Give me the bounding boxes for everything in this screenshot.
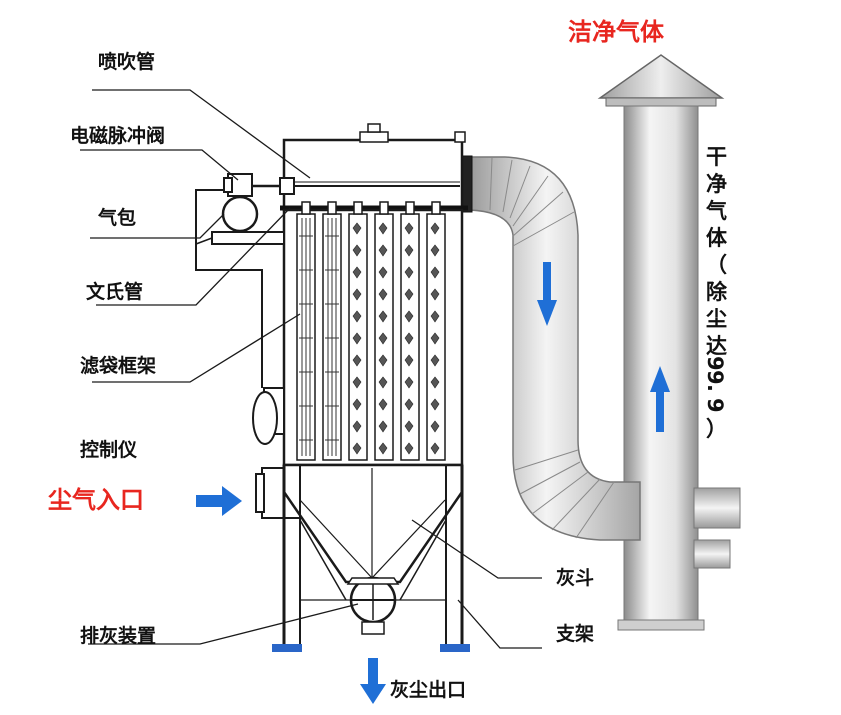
vertical-text-char: 9 (703, 398, 727, 413)
label-bag-frame: 滤袋框架 (80, 354, 156, 377)
clean-gas-title: 洁净气体 (568, 18, 665, 46)
support-feet (272, 644, 470, 652)
label-ash-hopper: 灰斗 (556, 566, 594, 589)
label-venturi: 文氏管 (86, 280, 143, 303)
vertical-text-char: . (703, 384, 727, 392)
vertical-text-char: 干 (706, 145, 727, 169)
vertical-text-char: 9 (703, 370, 727, 385)
label-discharge: 排灰装置 (80, 624, 156, 647)
outlet-down-arrow (360, 658, 386, 704)
label-dust-outlet: 灰尘出口 (390, 678, 466, 701)
vertical-text-char: 体 (706, 226, 728, 250)
duct-down-arrow (537, 262, 557, 326)
vertical-text-char: 净 (706, 172, 727, 196)
vertical-text-char: （ (706, 253, 727, 277)
filter-bag (322, 201, 342, 461)
label-controller: 控制仪 (80, 438, 138, 461)
vertical-text-char: ） (706, 417, 727, 441)
flow-arrows (196, 262, 670, 704)
inlet-arrow (196, 486, 242, 516)
filter-bag (348, 201, 368, 461)
filter-bag (374, 201, 394, 461)
label-pulse-valve: 电磁脉冲阀 (70, 124, 165, 147)
vertical-text-char: 达 (706, 334, 727, 358)
label-air-bag: 气包 (97, 206, 136, 229)
filter-bags (296, 201, 446, 461)
vertical-text-char: 除 (706, 280, 728, 304)
vertical-text-char: 尘 (706, 307, 727, 331)
label-dust-inlet: 尘气入口 (48, 486, 144, 514)
filter-bag (296, 201, 316, 461)
stack-up-arrow (650, 366, 670, 432)
vertical-text-char: 气 (705, 199, 727, 223)
leader-lines (80, 89, 542, 649)
label-spray-pipe: 喷吹管 (98, 50, 155, 73)
label-support: 支架 (555, 623, 594, 645)
outlet-duct (455, 155, 641, 541)
vertical-text-char: 9 (703, 356, 727, 371)
filter-bag (400, 201, 420, 461)
filter-bag (426, 201, 446, 461)
